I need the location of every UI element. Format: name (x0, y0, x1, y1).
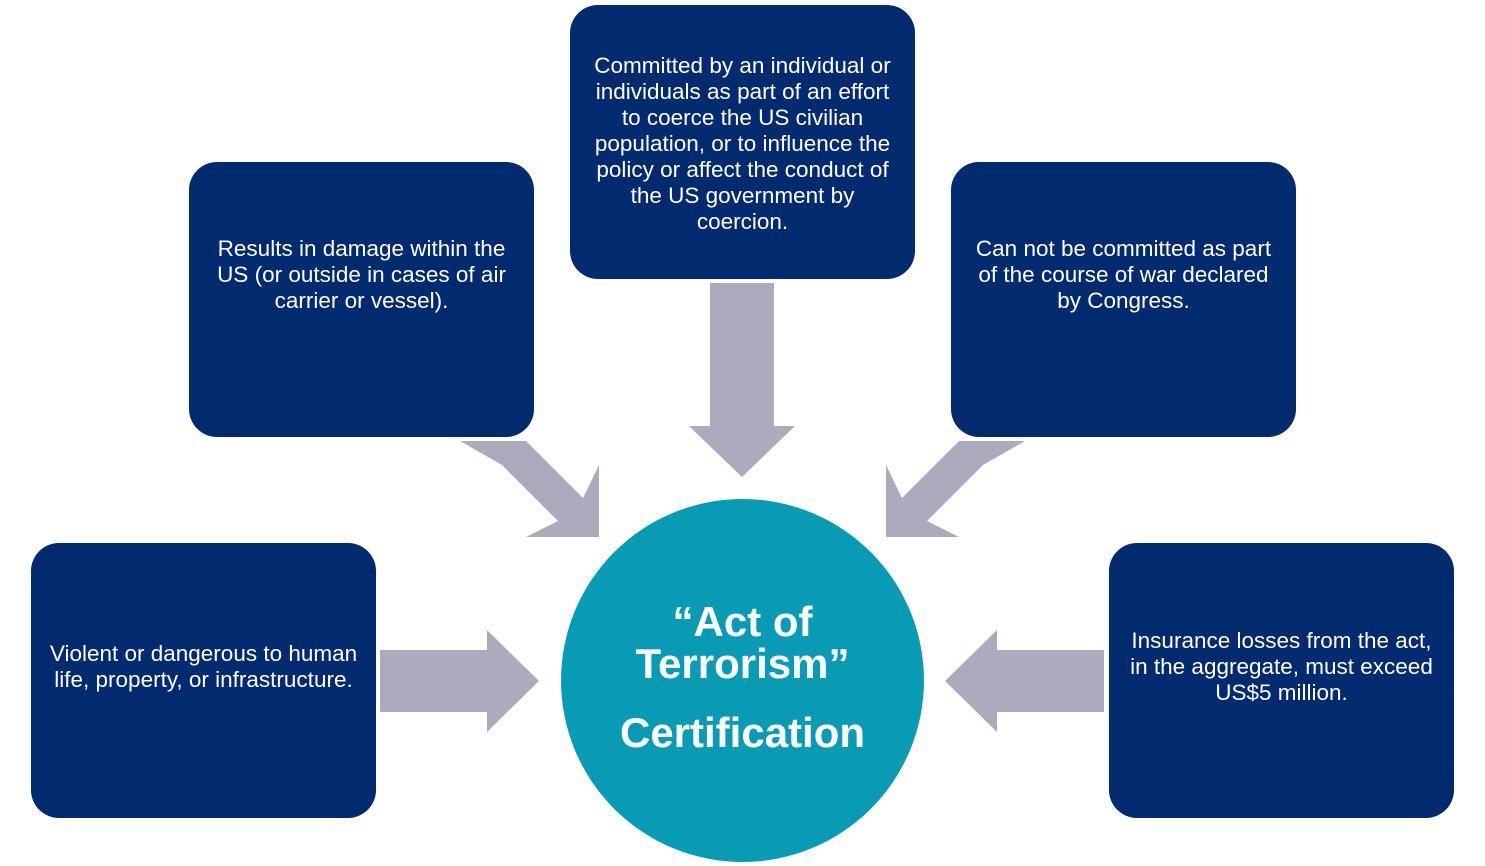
center-title: “Act of Terrorism” (635, 598, 850, 687)
criterion-box-top: Committed by an individual or individual… (570, 5, 915, 279)
criterion-box-upper-left: Results in damage within the US (or outs… (189, 162, 534, 437)
criterion-box-upper-right: Can not be committed as part of the cour… (951, 162, 1296, 437)
arrow-down (689, 283, 795, 477)
center-subtitle: Certification (619, 709, 866, 756)
arrow-down-right (460, 441, 599, 537)
criterion-text-top: Committed by an individual or individual… (594, 53, 891, 234)
criterion-text-left: Violent or dangerous to human life, prop… (49, 640, 358, 692)
criterion-box-left: Violent or dangerous to human life, prop… (31, 543, 376, 818)
criterion-text-upper-right: Can not be committed as part of the cour… (975, 235, 1272, 313)
criterion-text-upper-left: Results in damage within the US (or outs… (217, 235, 506, 313)
arrow-right (380, 630, 539, 732)
arrow-down-left (886, 441, 1025, 537)
center-circle: “Act of Terrorism” Certification (561, 499, 924, 862)
criterion-text-right: Insurance losses from the act, in the ag… (1130, 627, 1433, 705)
criterion-box-right: Insurance losses from the act, in the ag… (1109, 543, 1454, 818)
arrow-left (945, 630, 1104, 732)
